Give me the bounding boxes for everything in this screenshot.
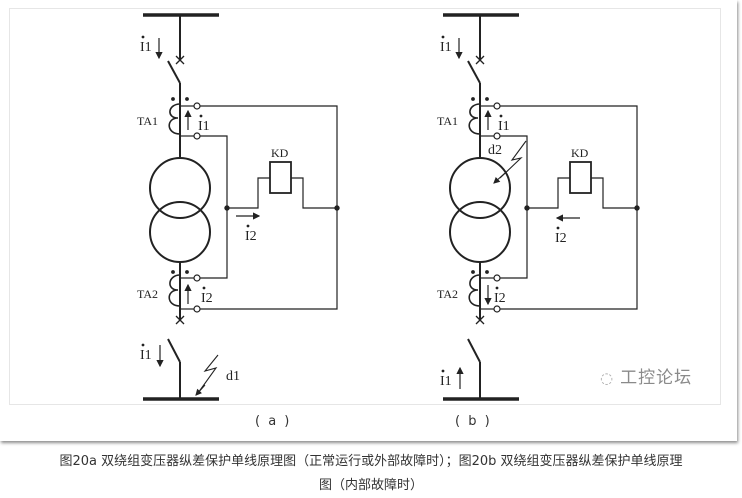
fault-label: d1 xyxy=(226,369,240,384)
kd-label: KD xyxy=(271,146,289,160)
polarity-dot xyxy=(185,97,189,101)
junction-dot xyxy=(634,205,640,211)
ta2-label: TA2 xyxy=(137,287,158,301)
transformer-winding-1 xyxy=(449,157,511,219)
phasor-dot xyxy=(495,286,499,290)
ta1-label: TA1 xyxy=(437,114,458,128)
polarity-dot xyxy=(471,97,475,101)
kd-label: KD xyxy=(571,146,589,160)
i2-loop-label: I2 xyxy=(555,231,567,246)
ta2-label: TA2 xyxy=(437,287,458,301)
switch-blade xyxy=(467,60,481,84)
junction-dot xyxy=(224,205,230,211)
breaker-cross-icon xyxy=(475,55,485,65)
breaker-cross-icon xyxy=(475,315,485,325)
fault-label: d2 xyxy=(488,143,502,158)
junction-dot xyxy=(524,205,530,211)
i2-loop-label: I2 xyxy=(245,229,257,244)
switch-blade xyxy=(167,60,181,84)
polarity-dot xyxy=(171,270,175,274)
panel-b-labels: TA1 TA2 KD I1 I1 d2 I2 I2 I1 xyxy=(437,35,589,389)
ta2-terminal xyxy=(193,274,201,282)
ta1-coil-icon xyxy=(168,103,181,135)
relay-branch-wire xyxy=(527,177,570,209)
junction-dot xyxy=(334,205,340,211)
transformer-winding-1 xyxy=(149,157,211,219)
ta2-terminal xyxy=(493,274,501,282)
fault-lightning-icon xyxy=(499,140,527,179)
i1-ct-label: I1 xyxy=(498,119,510,134)
circuit-diagrams: TA1 TA2 KD I1 I1 I2 I2 I1 d1 xyxy=(137,13,640,401)
breaker-cross-icon xyxy=(175,315,185,325)
polarity-dot xyxy=(471,270,475,274)
phasor-dot xyxy=(141,343,145,347)
ta2-terminal xyxy=(493,305,501,313)
phasor-dot xyxy=(499,114,503,118)
i2-ct-label: I2 xyxy=(494,291,506,306)
ta1-terminal xyxy=(493,102,501,110)
caption-line-2: 图（内部故障时） xyxy=(318,478,423,493)
ta1-terminal xyxy=(193,102,201,110)
phasor-dot xyxy=(441,35,445,39)
i1-bottom-label: I1 xyxy=(440,374,452,389)
polarity-dot xyxy=(485,97,489,101)
fault-arrow xyxy=(493,172,506,184)
fault-lightning-icon xyxy=(197,354,219,394)
figure-caption: 图20a 双绕组变压器纵差保护单线原理图（正常运行或外部故障时）；图20b 双绕… xyxy=(0,450,742,498)
switch-blade xyxy=(167,338,181,363)
i1-top-label: I1 xyxy=(440,40,452,55)
panel-a-sublabel: ( a ) xyxy=(255,414,292,429)
watermark: ◌ 工控论坛 xyxy=(600,363,692,388)
ta2-coil-icon xyxy=(468,274,481,307)
polarity-dot xyxy=(171,97,175,101)
i1-ct-label: I1 xyxy=(198,119,210,134)
fault-arrow xyxy=(195,384,206,396)
panel-a-labels: TA1 TA2 KD I1 I1 I2 I2 I1 d1 xyxy=(137,35,289,384)
i1-bottom-label: I1 xyxy=(140,348,152,363)
panel-b-sublabel: ( b ) xyxy=(455,414,492,429)
relay-branch-wire xyxy=(291,177,337,209)
panel-b-diagram xyxy=(443,13,640,401)
phasor-dot xyxy=(199,114,203,118)
breaker-cross-icon xyxy=(175,55,185,65)
figure-image-frame xyxy=(9,8,721,405)
ta1-coil-icon xyxy=(468,103,481,135)
i2-ct-label: I2 xyxy=(201,291,213,306)
wechat-logo-icon: ◌ xyxy=(600,369,615,387)
switch-blade xyxy=(467,338,481,363)
polarity-dot xyxy=(485,270,489,274)
phasor-dot xyxy=(246,224,250,228)
caption-line-1: 图20a 双绕组变压器纵差保护单线原理图（正常运行或外部故障时）；图20b 双绕… xyxy=(59,454,683,469)
kd-relay-box xyxy=(569,161,592,194)
ta1-label: TA1 xyxy=(137,114,158,128)
panel-a-diagram xyxy=(143,13,340,401)
figure-card xyxy=(9,8,721,405)
phasor-dot xyxy=(141,35,145,39)
watermark-text: 工控论坛 xyxy=(620,368,693,388)
phasor-dot xyxy=(556,226,560,230)
transformer-winding-2 xyxy=(149,201,211,263)
ta2-terminal xyxy=(193,305,201,313)
phasor-dot xyxy=(202,286,206,290)
kd-relay-box xyxy=(269,161,292,194)
transformer-winding-2 xyxy=(449,201,511,263)
relay-branch-wire xyxy=(227,177,270,209)
relay-branch-wire xyxy=(591,177,637,209)
phasor-dot xyxy=(441,369,445,373)
polarity-dot xyxy=(185,270,189,274)
i1-top-label: I1 xyxy=(140,40,152,55)
ta2-coil-icon xyxy=(168,274,181,307)
